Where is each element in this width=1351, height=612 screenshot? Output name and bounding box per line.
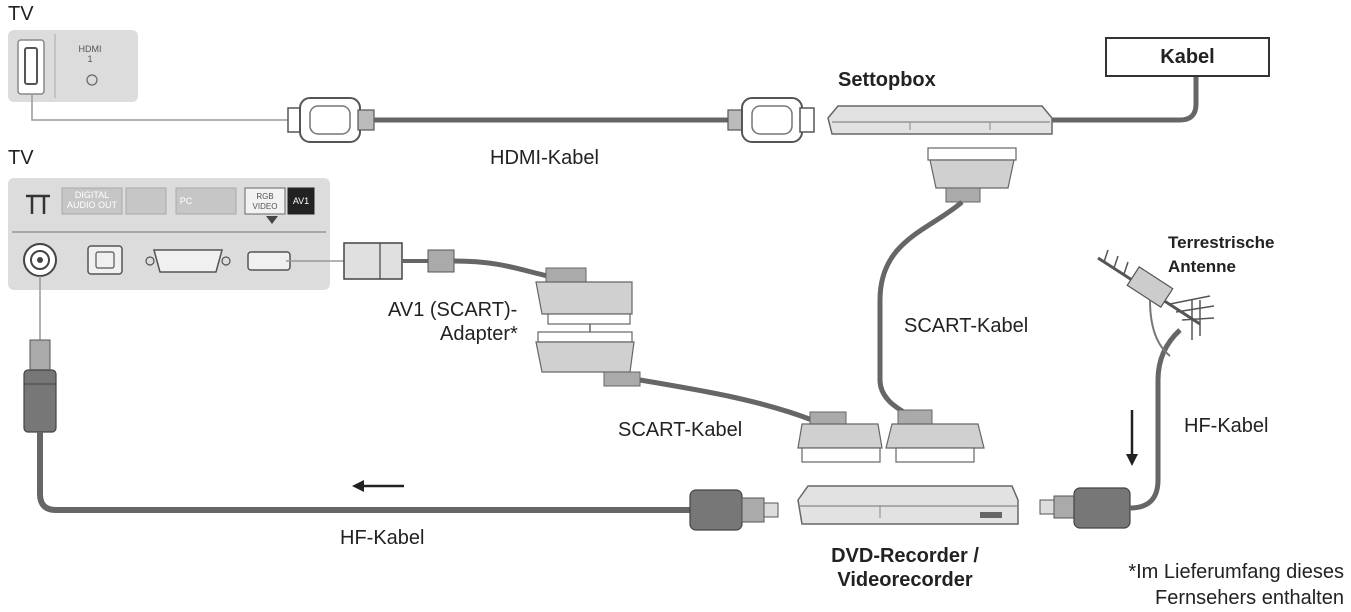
- hdmi-port-label: HDMI 1: [78, 44, 102, 64]
- scart-cable-lower-label: SCART-Kabel: [618, 419, 743, 441]
- footnote-line1: *Im Lieferumfang dieses: [1128, 561, 1344, 583]
- cable-line: [1052, 77, 1199, 123]
- recorder-label-line1: DVD-Recorder /: [831, 545, 979, 567]
- av1-adapter-label-line1: AV1 (SCART)-: [388, 299, 518, 321]
- hdmi-input-icon: [86, 74, 98, 86]
- hf-cable-right: [1039, 328, 1182, 529]
- kabel-box: Kabel: [1105, 37, 1270, 77]
- scart-cable-upper: [877, 147, 1017, 463]
- dvd-recorder-device: [797, 485, 1019, 525]
- arrow-down-icon: [1126, 454, 1138, 466]
- scart-cable-upper-label: SCART-Kabel: [904, 315, 1029, 337]
- hf-cable-bottom-label: HF-Kabel: [340, 527, 425, 549]
- kabel-label: Kabel: [1160, 45, 1215, 68]
- terrestrial-antenna-label-line2: Antenne: [1168, 257, 1236, 276]
- tv-hdmi-panel: [8, 30, 138, 102]
- hdmi-cable: [31, 94, 815, 143]
- settopbox-label: Settopbox: [838, 69, 936, 91]
- terrestrial-antenna-icon: [1097, 249, 1215, 357]
- digital-audio-port-label: DIGITAL AUDIO OUT: [66, 190, 117, 210]
- arrow-left-icon: [352, 480, 364, 492]
- tv-bottom-label: TV: [8, 147, 34, 169]
- footnote-line2: Fernsehers enthalten: [1154, 587, 1344, 609]
- hf-cable-bottom: [23, 276, 779, 531]
- av1-port-label: AV1: [292, 196, 310, 206]
- tv-main-panel: [8, 178, 330, 290]
- terrestrial-antenna-label-line1: Terrestrische: [1168, 233, 1275, 252]
- antenna-symbol-icon: [26, 194, 50, 214]
- pc-port-label: PC: [179, 196, 193, 206]
- rgb-video-port-label: RGB VIDEO: [252, 192, 278, 211]
- recorder-label-line2: Videorecorder: [837, 569, 973, 591]
- av1-adapter-label-line2: Adapter*: [440, 323, 518, 345]
- tv-top-label: TV: [8, 3, 34, 25]
- settopbox-device: [827, 105, 1053, 135]
- hf-cable-right-label: HF-Kabel: [1184, 415, 1269, 437]
- hdmi-cable-label: HDMI-Kabel: [490, 147, 599, 169]
- av1-adapter-cable: [286, 242, 883, 463]
